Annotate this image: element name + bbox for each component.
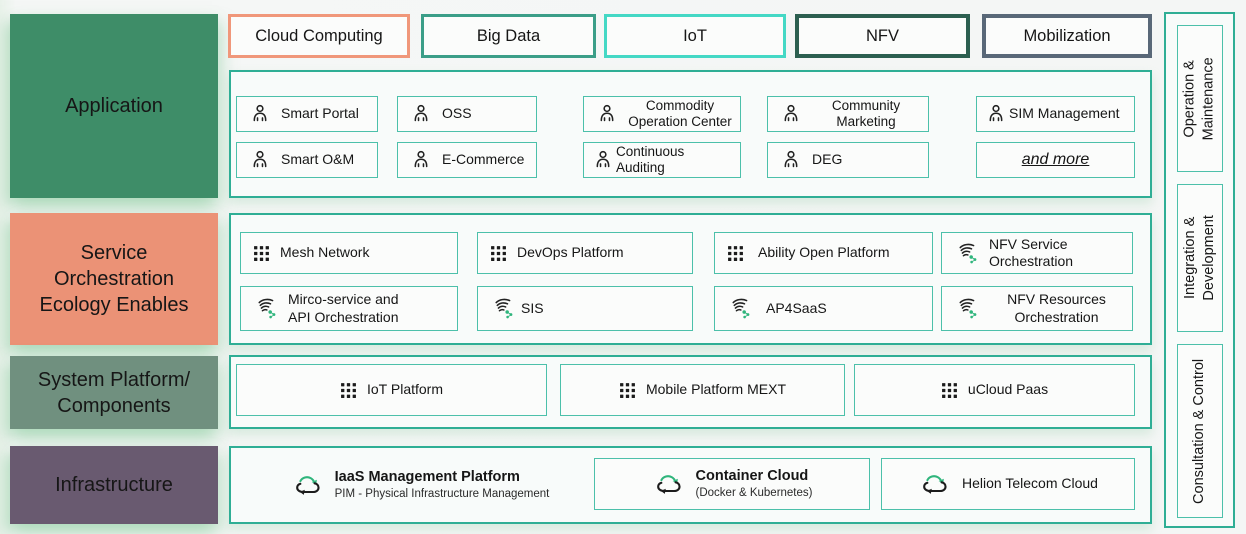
service-item-label: NFV Resources Orchestration (1007, 291, 1106, 325)
system-item-label: Mobile Platform MEXT (645, 381, 787, 398)
service-item-label: Ability Open Platform (758, 244, 890, 261)
orchestration-icon (732, 298, 751, 320)
app-item-ecommerce: E-Commerce (397, 142, 537, 178)
service-item-devops-platform: DevOps Platform (477, 232, 693, 274)
person-icon (414, 150, 428, 168)
service-item-ap4saas: AP4SaaS (714, 286, 933, 331)
service-item-nfv-resources-orchestration: NFV Resources Orchestration (941, 286, 1133, 331)
sidebar-item-label: Consultation & Control (1191, 358, 1208, 504)
row-label-system-platform: System Platform/ Components (10, 356, 218, 429)
service-item-sis: SIS (477, 286, 693, 331)
orchestration-icon (258, 298, 277, 320)
service-item-label: Mirco-service and API Orchestration (288, 291, 399, 325)
infra-item-title: Helion Telecom Cloud (962, 475, 1098, 492)
tab-mobilization: Mobilization (982, 14, 1152, 58)
app-item-deg: DEG (767, 142, 929, 178)
app-item-label: Continuous Auditing (616, 143, 685, 175)
service-item-nfv-service-orchestration: NFV Service Orchestration (941, 232, 1133, 274)
infra-item-helion-telecom-cloud: Helion Telecom Cloud (881, 458, 1135, 510)
orchestration-icon (495, 298, 514, 320)
app-item-label: Community Marketing (831, 97, 901, 129)
cloud-sync-icon (923, 474, 947, 495)
person-icon (784, 150, 798, 168)
app-item-oss: OSS (397, 96, 537, 132)
cloud-sync-icon (295, 475, 320, 496)
service-item-label: DevOps Platform (517, 244, 624, 261)
sidebar-item-operation-maintenance: Operation & Maintenance (1177, 25, 1223, 172)
grid-icon (491, 245, 506, 261)
service-item-microservice-api-orchestration: Mirco-service and API Orchestration (240, 286, 458, 331)
person-icon (989, 104, 1003, 122)
app-item-commodity-operation-center: Commodity Operation Center (583, 96, 741, 132)
infra-item-iaas-management-platform: IaaS Management Platform PIM - Physical … (255, 454, 585, 516)
app-item-label: DEG (812, 151, 843, 168)
tab-big-data: Big Data (421, 14, 596, 58)
application-container (229, 70, 1152, 198)
sidebar-item-integration-development: Integration & Development (1177, 184, 1223, 332)
tab-cloud-computing: Cloud Computing (228, 14, 410, 58)
row-label-service-orchestration: Service Orchestration Ecology Enables (10, 213, 218, 345)
tab-iot: IoT (604, 14, 786, 58)
sidebar-item-consultation-control: Consultation & Control (1177, 344, 1223, 518)
infra-item-title: IaaS Management Platform (334, 469, 520, 486)
app-item-community-marketing: Community Marketing (767, 96, 929, 132)
person-icon (253, 104, 267, 122)
person-icon (600, 104, 614, 122)
cloud-sync-icon (656, 474, 681, 495)
sidebar-item-label: Operation & Maintenance (1182, 56, 1217, 141)
sidebar-item-label: Integration & Development (1182, 215, 1217, 301)
grid-icon (728, 245, 743, 261)
service-item-label: Mesh Network (280, 244, 370, 261)
infra-item-text: IaaS Management Platform PIM - Physical … (335, 468, 550, 501)
system-item-mobile-platform-mext: Mobile Platform MEXT (560, 364, 845, 416)
tab-nfv: NFV (795, 14, 970, 58)
row-label-text: Application (65, 95, 163, 117)
infra-item-subtitle: PIM - Physical Infrastructure Management (334, 487, 550, 500)
system-item-label: IoT Platform (367, 381, 443, 398)
app-item-sim-management: SIM Management (976, 96, 1135, 132)
row-label-text: Infrastructure (55, 474, 173, 496)
app-item-smart-om: Smart O&M (236, 142, 378, 178)
app-item-label: Smart O&M (281, 151, 355, 168)
person-icon (414, 104, 428, 122)
service-item-label: NFV Service Orchestration (989, 235, 1074, 269)
system-item-iot-platform: IoT Platform (236, 364, 547, 416)
system-item-ucloud-paas: uCloud Paas (854, 364, 1135, 416)
app-item-label: Smart Portal (281, 105, 359, 122)
service-item-ability-open-platform: Ability Open Platform (714, 232, 933, 274)
infra-item-text: Container Cloud (Docker & Kubernetes) (696, 467, 813, 500)
infra-item-title: Container Cloud (695, 468, 809, 485)
app-item-label: E-Commerce (442, 151, 525, 168)
row-label-text: System Platform/ Components (37, 368, 191, 417)
app-item-label: and more (1021, 151, 1090, 169)
infra-item-subtitle: (Docker & Kubernetes) (695, 486, 813, 499)
person-icon (253, 150, 267, 168)
system-item-label: uCloud Paas (967, 381, 1049, 398)
grid-icon (941, 382, 957, 398)
orchestration-icon (959, 243, 978, 264)
grid-icon (254, 245, 269, 261)
service-item-label: SIS (521, 299, 544, 316)
row-label-application: Application (10, 14, 218, 198)
service-item-label: AP4SaaS (766, 299, 827, 316)
app-item-label: SIM Management (1009, 105, 1120, 122)
person-icon (596, 150, 610, 168)
orchestration-icon (959, 298, 978, 320)
app-item-label: Commodity Operation Center (628, 97, 732, 129)
app-item-and-more: and more (976, 142, 1135, 178)
service-item-mesh-network: Mesh Network (240, 232, 458, 274)
app-item-smart-portal: Smart Portal (236, 96, 378, 132)
app-item-label: OSS (442, 105, 472, 122)
grid-icon (620, 382, 635, 398)
app-item-continuous-auditing: Continuous Auditing (583, 142, 741, 178)
row-label-infrastructure: Infrastructure (10, 446, 218, 524)
person-icon (784, 104, 798, 122)
row-label-text: Service Orchestration Ecology Enables (39, 242, 189, 316)
grid-icon (341, 382, 356, 398)
infra-item-container-cloud: Container Cloud (Docker & Kubernetes) (594, 458, 870, 510)
